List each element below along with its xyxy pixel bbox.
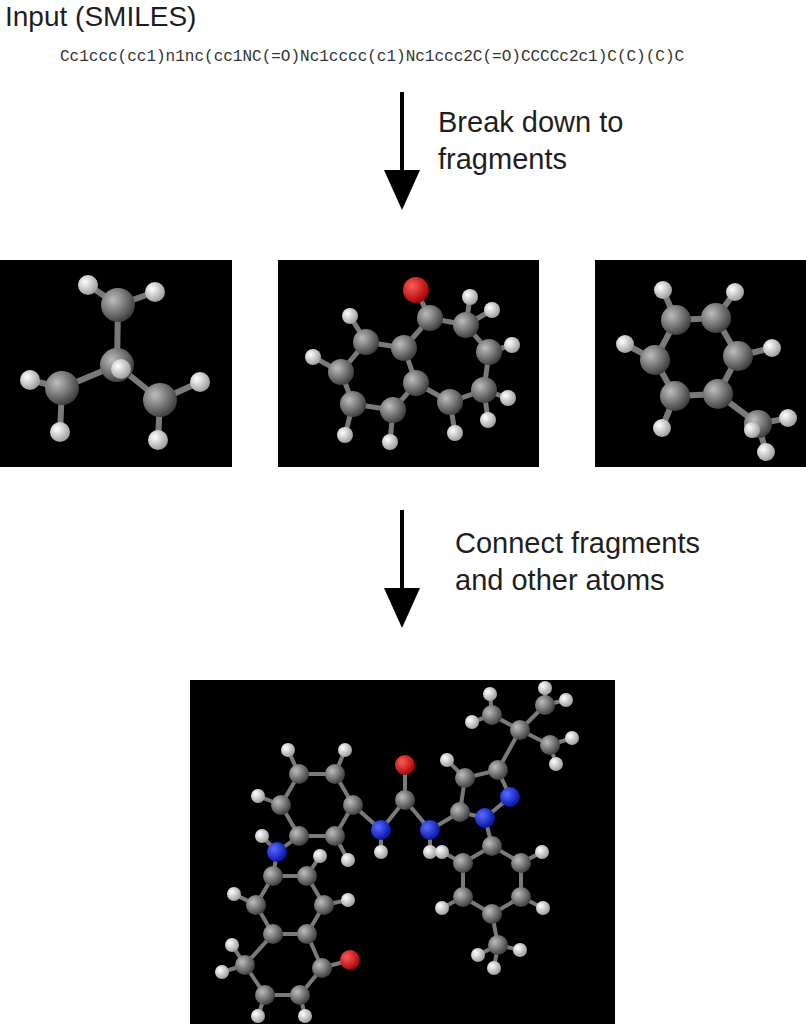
down-arrow [384,510,420,628]
fragment-panel [278,260,539,467]
input-heading: Input (SMILES) [5,0,405,34]
step-label: Connect fragments and other atoms [455,525,735,599]
fragment-panel [0,260,232,467]
smiles-string: Cc1ccc(cc1)n1nc(cc1NC(=O)Nc1cccc(c1)Nc1c… [60,46,800,68]
fragment-model [305,277,520,450]
fragment-model [20,275,210,450]
molecule-model [215,681,579,1023]
fragment-panel [595,260,806,467]
step-label: Break down to fragments [438,104,678,178]
fragment-model [616,281,797,461]
down-arrow [384,92,420,210]
molecule-panel [190,680,615,1024]
